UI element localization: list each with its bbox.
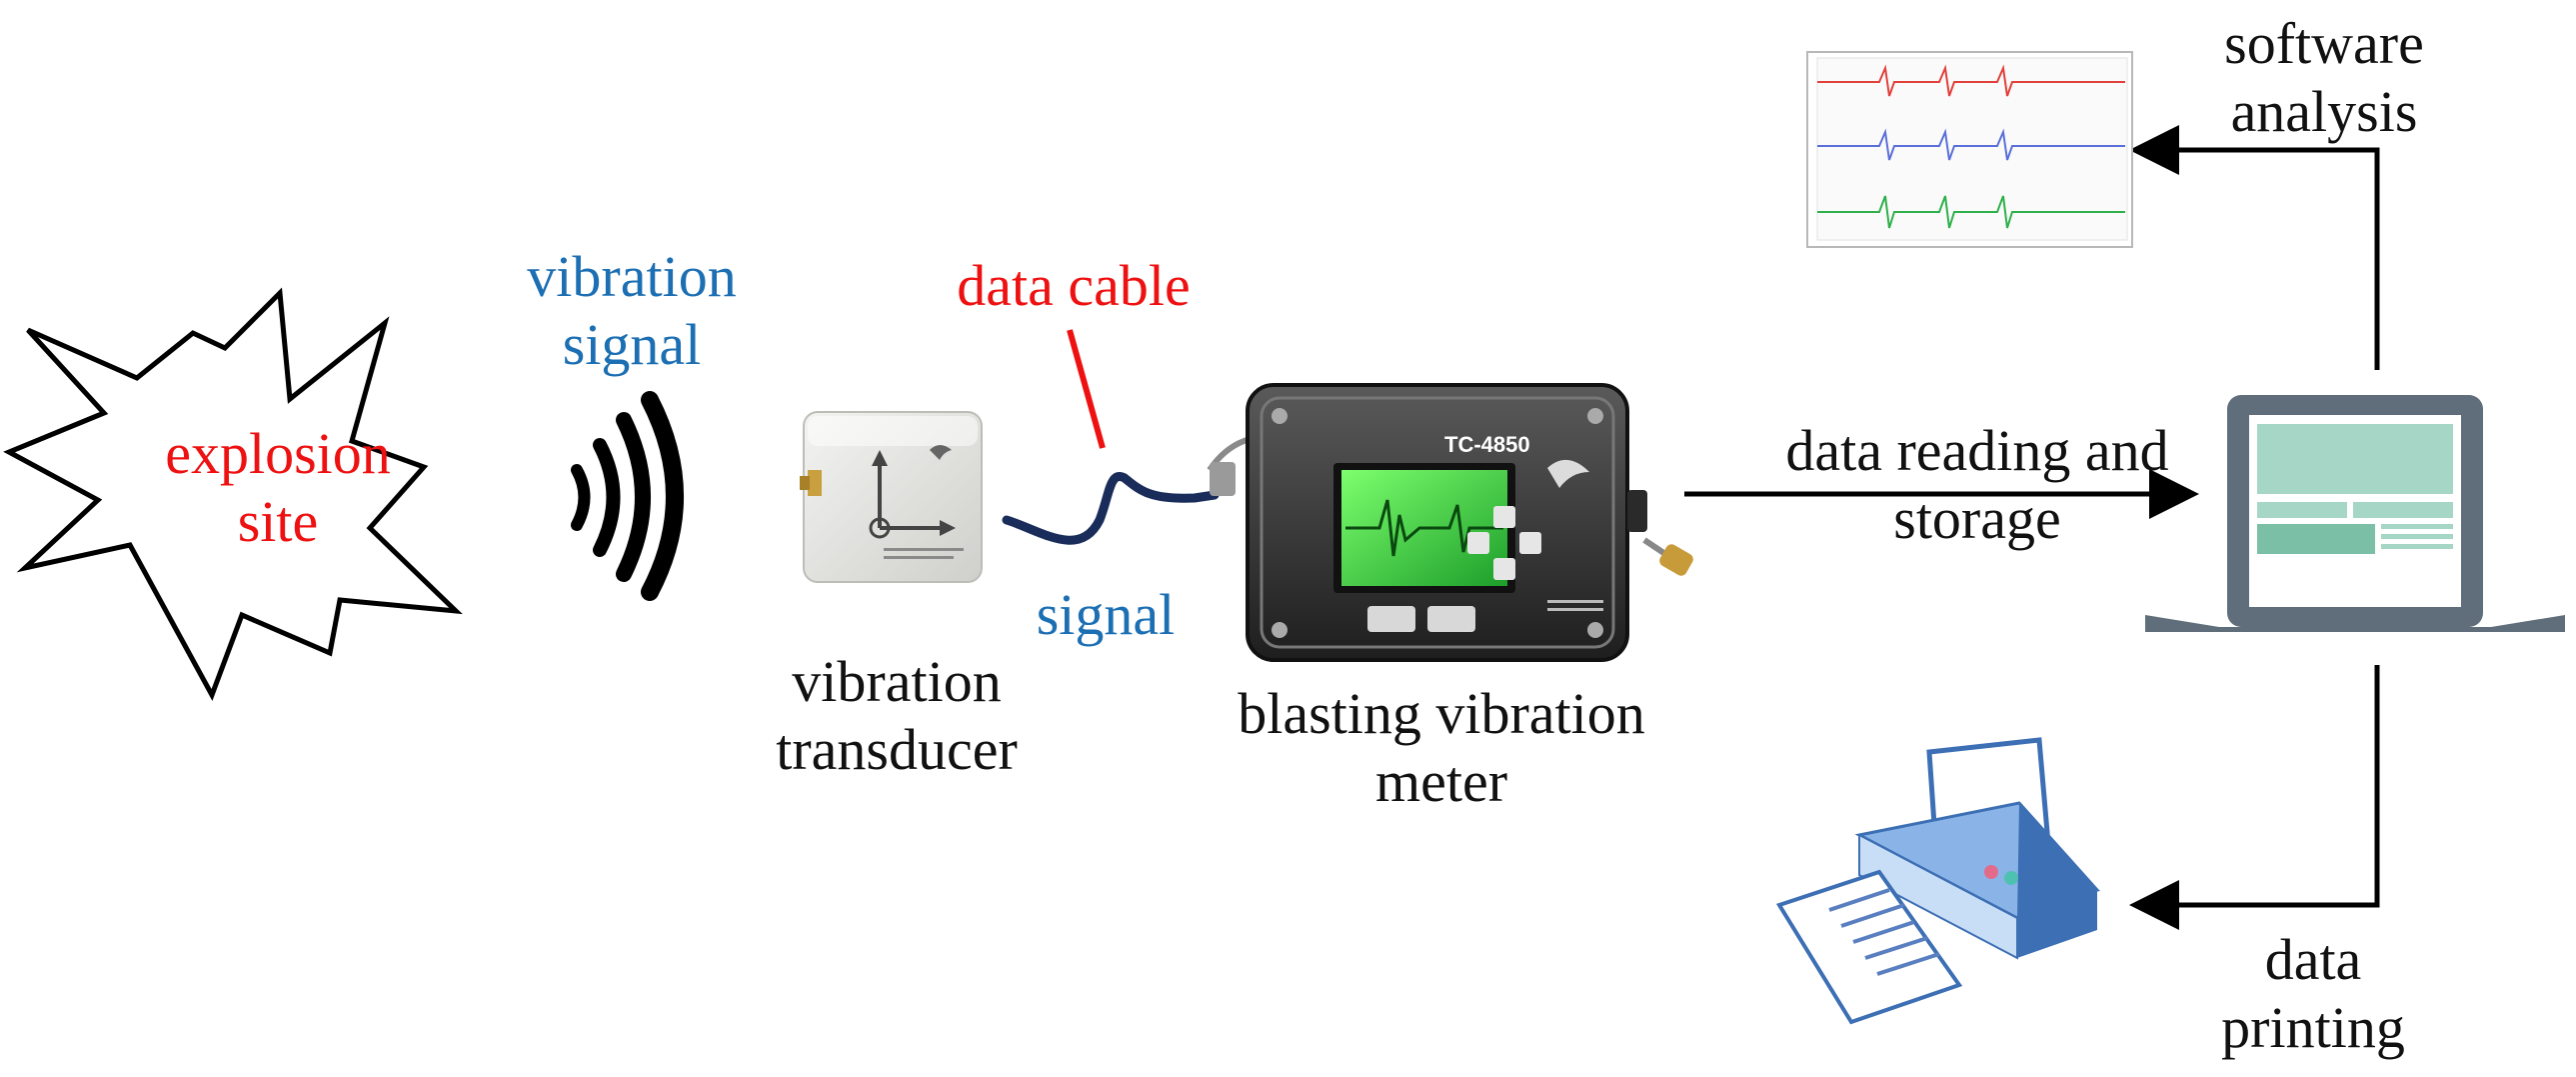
- blasting-vibration-meter-line1: blasting vibration: [1238, 681, 1645, 746]
- explosion-site-line1: explosion: [165, 421, 391, 486]
- waveform-chart-icon: [1806, 51, 2133, 248]
- vibration-signal-line1: vibration: [527, 244, 737, 309]
- arrow-to-printer: [2129, 665, 2380, 930]
- data-cable-label: data cable: [957, 252, 1190, 320]
- data-cable-line1: data cable: [957, 253, 1191, 318]
- data-reading-storage-line1: data reading and: [1785, 418, 2169, 483]
- software-analysis-line2: analysis: [2230, 79, 2418, 144]
- explosion-burst-icon: [3, 287, 463, 701]
- arrow-to-software: [2129, 125, 2380, 370]
- software-analysis-label: software analysis: [2224, 10, 2424, 146]
- meter-model-label: TC-4850: [1444, 432, 1530, 457]
- explosion-site-line2: site: [237, 489, 319, 554]
- data-printing-label: data printing: [2221, 926, 2405, 1062]
- printer-icon: [1775, 737, 2100, 1025]
- vibration-signal-label: vibration signal: [527, 243, 736, 379]
- signal-label: signal: [1037, 581, 1176, 649]
- data-printing-line2: printing: [2221, 995, 2405, 1060]
- data-reading-storage-line2: storage: [1893, 486, 2061, 551]
- data-cable-pointer: [1067, 329, 1106, 449]
- vibration-transducer-line1: vibration: [792, 649, 1002, 714]
- transducer-cube-icon: [800, 411, 983, 583]
- signal-wave-icon: [571, 391, 684, 601]
- data-cable: [1002, 329, 1220, 545]
- vibration-transducer-label: vibration transducer: [776, 648, 1018, 784]
- data-printing-line1: data: [2264, 927, 2362, 992]
- data-reading-storage-label: data reading and storage: [1785, 417, 2168, 553]
- explosion-site-label: explosion site: [165, 420, 391, 556]
- blasting-vibration-meter-line2: meter: [1374, 749, 1508, 814]
- laptop-icon: [2145, 395, 2565, 632]
- blasting-vibration-meter-label: blasting vibration meter: [1238, 680, 1645, 816]
- software-analysis-line1: software: [2224, 11, 2424, 76]
- vibration-meter-icon: TC-4850: [1207, 383, 1693, 662]
- signal-line1: signal: [1036, 582, 1176, 647]
- vibration-transducer-line2: transducer: [776, 717, 1018, 782]
- vibration-signal-line2: signal: [562, 312, 702, 377]
